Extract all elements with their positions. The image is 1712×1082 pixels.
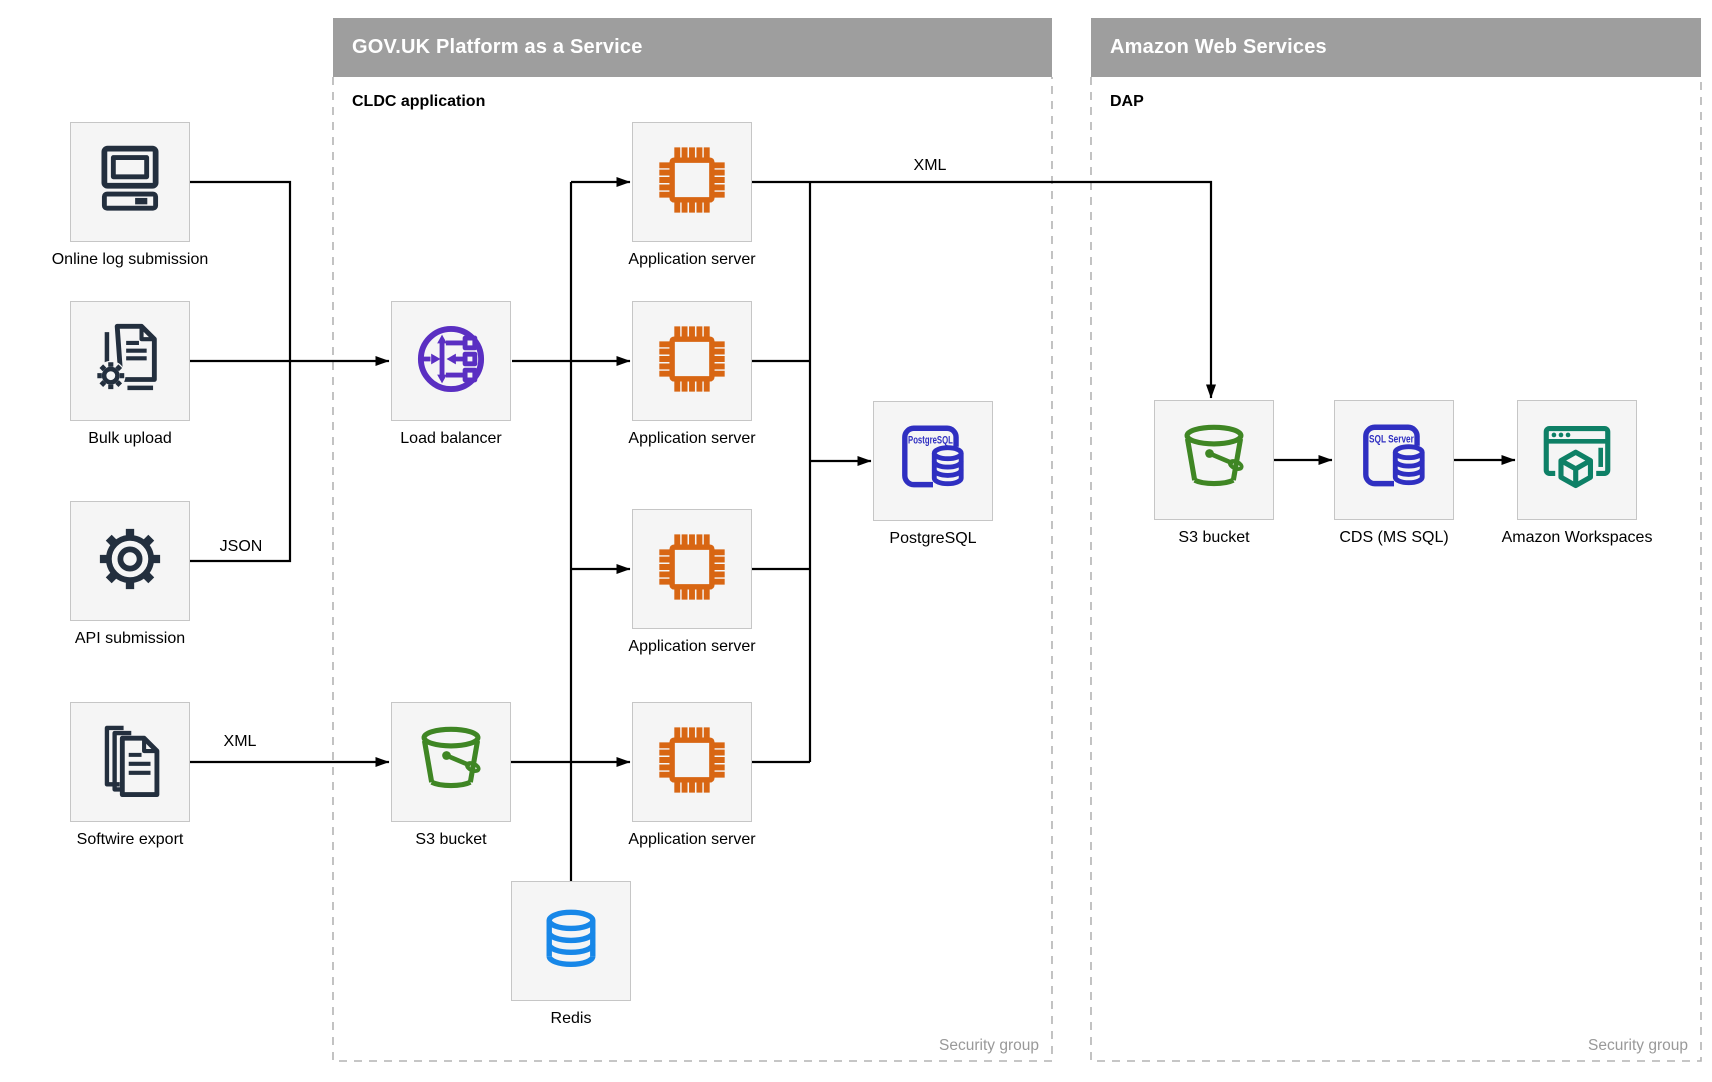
svg-text:SQL Server: SQL Server xyxy=(1369,433,1414,445)
database-icon xyxy=(530,898,612,985)
node-label: S3 bucket xyxy=(415,831,487,848)
container-aws: Amazon Web Services DAP Security group xyxy=(1091,18,1701,1061)
node-box: PostgreSQL xyxy=(873,401,993,521)
node-box xyxy=(391,301,511,421)
chip-icon xyxy=(651,526,733,613)
svg-text:PostgreSQL: PostgreSQL xyxy=(908,434,953,446)
container-border-aws xyxy=(1090,77,1702,1062)
node-label: API submission xyxy=(74,630,186,647)
node-box xyxy=(511,881,631,1001)
node-box xyxy=(1517,400,1637,520)
workspaces-icon xyxy=(1536,417,1618,504)
node-label: Amazon Workspaces xyxy=(1501,529,1653,546)
container-govuk-paas: GOV.UK Platform as a Service CLDC applic… xyxy=(333,18,1052,1061)
node-box xyxy=(632,702,752,822)
gear-icon xyxy=(89,518,171,605)
container-border-govuk-paas xyxy=(332,77,1053,1062)
node-box xyxy=(70,122,190,242)
node-box xyxy=(391,702,511,822)
edge-online-log-to-junction xyxy=(190,180,292,361)
documents-icon xyxy=(89,719,171,806)
node-label: Application server xyxy=(628,638,756,655)
node-box xyxy=(70,501,190,621)
node-label: Application server xyxy=(628,831,756,848)
node-box xyxy=(1154,400,1274,520)
node-box: SQL Server xyxy=(1334,400,1454,520)
security-group-label: Security group xyxy=(939,1037,1039,1054)
node-box xyxy=(632,122,752,242)
chip-icon xyxy=(651,318,733,405)
node-label: Load balancer xyxy=(400,430,502,447)
node-label: Application server xyxy=(628,430,756,447)
node-box xyxy=(632,301,752,421)
document-gear-icon xyxy=(89,318,171,405)
chip-icon xyxy=(651,719,733,806)
bucket-icon xyxy=(410,719,492,806)
edge-api-to-junction xyxy=(190,361,292,563)
node-label: Softwire export xyxy=(76,831,184,848)
container-header-govuk: GOV.UK Platform as a Service xyxy=(333,18,1052,77)
node-label: S3 bucket xyxy=(1178,529,1250,546)
node-label: Application server xyxy=(628,251,756,268)
node-box xyxy=(70,702,190,822)
security-group-label: Security group xyxy=(1588,1037,1688,1054)
chip-icon xyxy=(651,139,733,226)
edge-app-server-1-to-aws-s3 xyxy=(752,180,1216,399)
edge-label: JSON xyxy=(220,538,263,555)
container-sublabel: DAP xyxy=(1110,93,1144,110)
container-header-aws: Amazon Web Services xyxy=(1091,18,1701,77)
node-label: CDS (MS SQL) xyxy=(1339,529,1449,546)
edge-label: XML xyxy=(914,157,947,174)
node-label: PostgreSQL xyxy=(889,530,977,547)
node-box xyxy=(70,301,190,421)
node-box xyxy=(632,509,752,629)
bucket-icon xyxy=(1173,417,1255,504)
container-sublabel: CLDC application xyxy=(352,93,486,110)
edge-label: XML xyxy=(224,733,257,750)
computer-icon xyxy=(89,139,171,226)
node-label: Online log submission xyxy=(51,251,209,268)
container-title: Amazon Web Services xyxy=(1110,36,1327,58)
load-balancer-icon xyxy=(410,318,492,405)
db-card-icon: PostgreSQL xyxy=(892,418,974,505)
node-label: Redis xyxy=(550,1010,592,1027)
db-card-icon: SQL Server xyxy=(1353,417,1435,504)
node-label: Bulk upload xyxy=(88,430,172,447)
container-title: GOV.UK Platform as a Service xyxy=(352,36,643,58)
